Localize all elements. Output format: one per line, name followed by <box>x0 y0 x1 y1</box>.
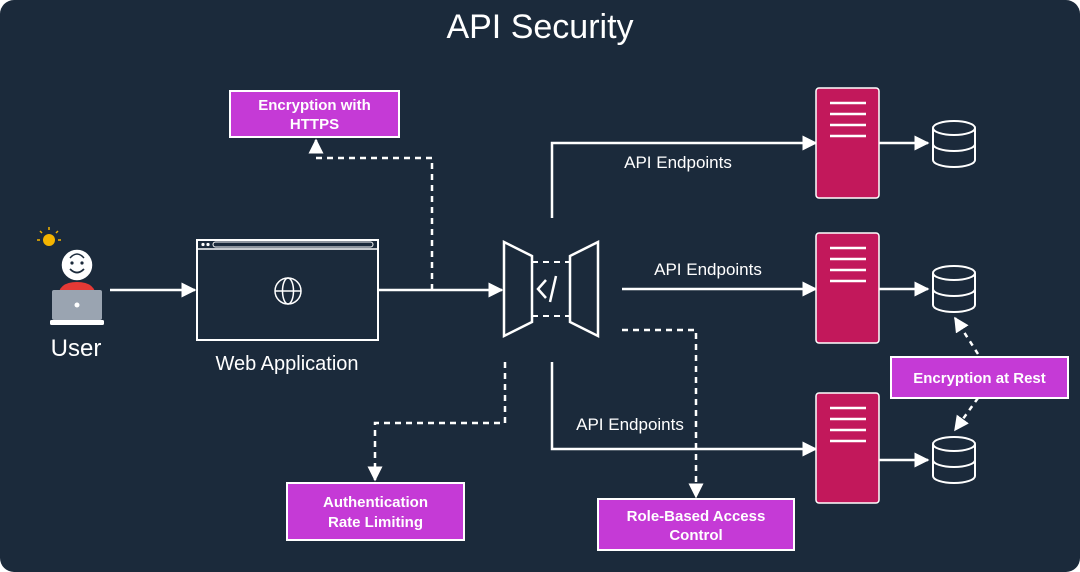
database-icon <box>932 265 976 313</box>
server-icon <box>815 232 880 344</box>
web-application-label: Web Application <box>215 353 358 375</box>
globe-icon <box>274 277 302 305</box>
callout-rbac-line-1: Role-Based Access <box>627 508 766 525</box>
dashed-link-rest-down <box>953 397 980 432</box>
diagram-title: API Security <box>446 8 633 46</box>
callout-authentication-rate-limiting: Authentication Rate Limiting <box>286 482 465 541</box>
database-icon <box>932 436 976 484</box>
dashed-link-rbac <box>622 328 704 499</box>
user-node: User <box>37 227 104 362</box>
callout-encryption-https-line-2: HTTPS <box>290 116 339 133</box>
arrow-gateway-to-endpoint-1 <box>550 135 818 218</box>
dashed-link-rest-up <box>953 316 980 355</box>
callout-encryption-https: Encryption with HTTPS <box>229 90 400 138</box>
callout-role-based-access-control: Role-Based Access Control <box>597 498 795 551</box>
callout-authentication-line-1: Authentication <box>323 494 428 511</box>
lightbulb-icon <box>37 227 61 246</box>
callout-encryption-at-rest-label: Encryption at Rest <box>913 370 1046 387</box>
callout-encryption-at-rest: Encryption at Rest <box>890 356 1069 399</box>
server-icon <box>815 392 880 504</box>
person-with-laptop-icon <box>50 248 104 325</box>
endpoint-label-2: API Endpoints <box>654 260 762 279</box>
dashed-link-authentication <box>367 362 507 482</box>
database-icon <box>932 120 976 168</box>
api-gateway-code-icon <box>502 239 600 339</box>
callout-authentication-line-2: Rate Limiting <box>328 514 423 531</box>
server-icon <box>815 87 880 199</box>
user-label: User <box>51 335 102 362</box>
endpoint-label-1: API Endpoints <box>624 153 732 172</box>
dashed-link-https <box>308 138 434 290</box>
endpoint-label-3: API Endpoints <box>576 415 684 434</box>
callout-encryption-https-line-1: Encryption with <box>258 97 371 114</box>
callout-rbac-line-2: Control <box>669 527 722 544</box>
arrow-gateway-to-endpoint-3 <box>550 362 818 457</box>
